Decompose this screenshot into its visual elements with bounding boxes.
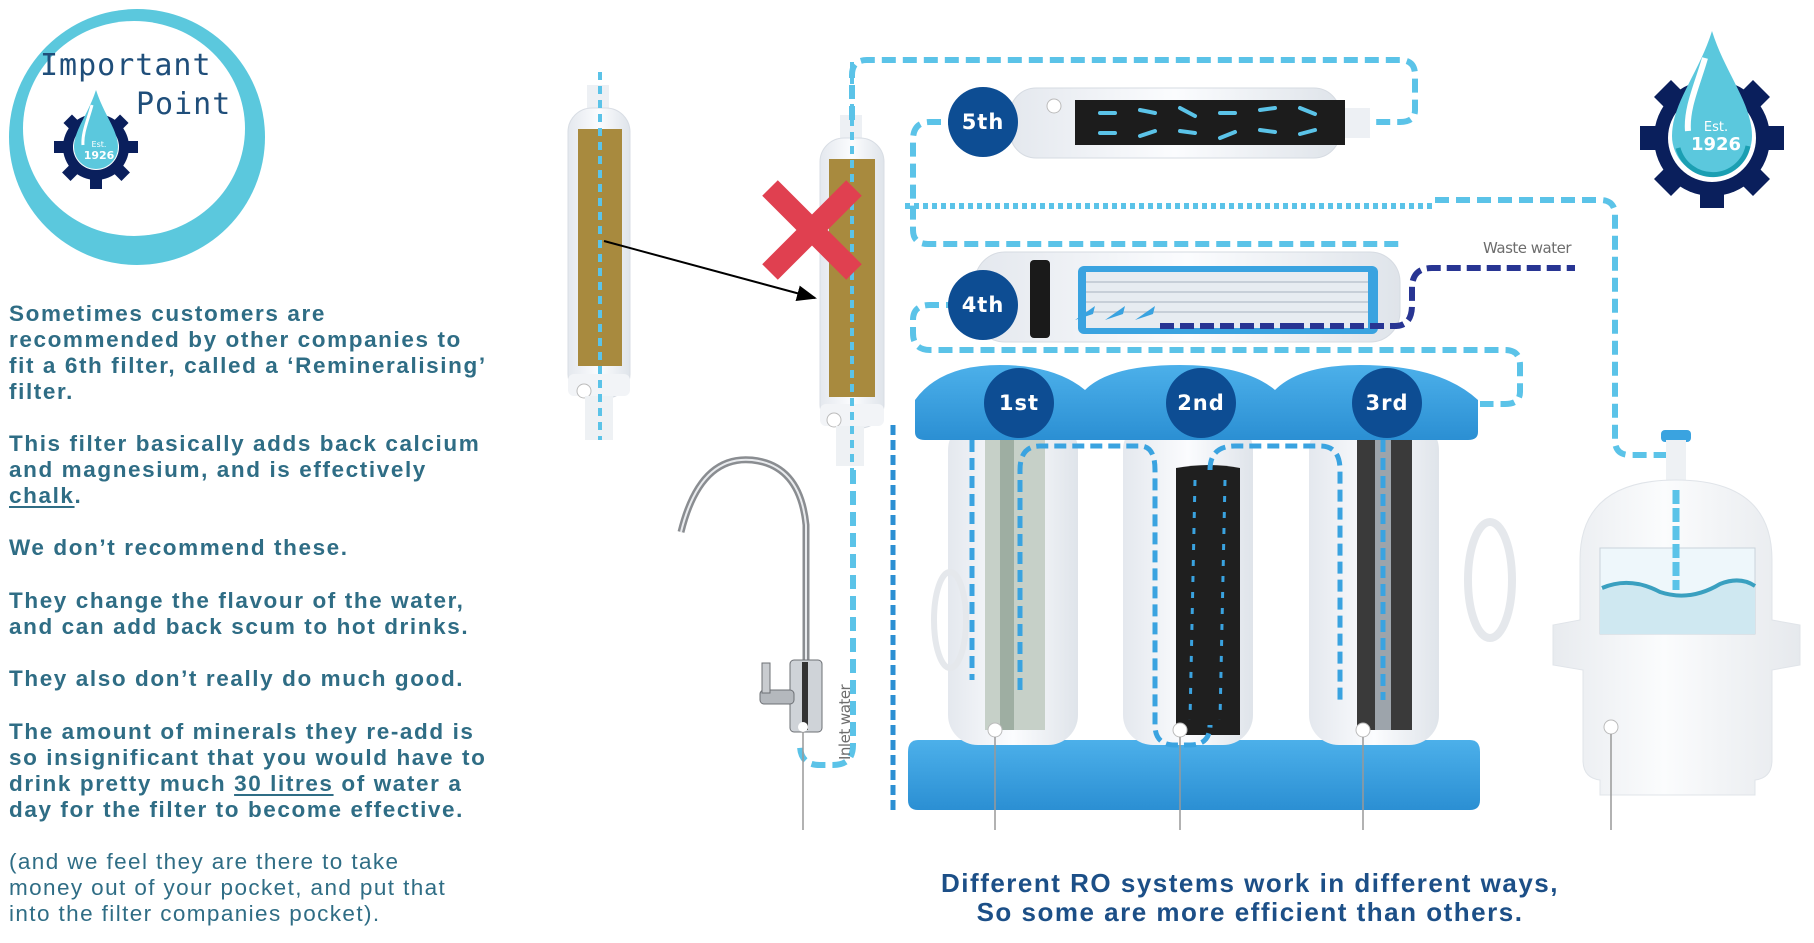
cross-icon xyxy=(762,180,862,280)
sediment-media xyxy=(985,440,1045,730)
caption-line2: So some are more efficient than others. xyxy=(976,897,1524,927)
paragraph-no-good: They also don’t really do much good. xyxy=(9,666,465,691)
text-line: fit a 6th filter, called a ‘Remineralisi… xyxy=(9,353,487,378)
stage-badge-2nd: 2nd xyxy=(1166,368,1236,438)
water-drop-icon xyxy=(1672,31,1752,176)
paragraph-money: (and we feel they are there to take mone… xyxy=(9,849,446,927)
brand-year-text: 1926 xyxy=(1691,134,1741,155)
badge-ring xyxy=(9,9,265,265)
stage-badge-5th: 5th xyxy=(948,87,1018,157)
waste-water-flow xyxy=(1290,265,1575,329)
stage-badge-4th: 4th xyxy=(948,270,1018,340)
water-drop-icon xyxy=(74,90,118,169)
text-line: and magnesium, and is effectively xyxy=(9,457,427,482)
paragraph-intro: Sometimes customers are recommended by o… xyxy=(9,301,487,405)
paragraph-minerals: The amount of minerals they re-add is so… xyxy=(9,719,486,823)
text-line: so insignificant that you would have to xyxy=(9,745,487,770)
badge-title-line2: Point xyxy=(136,87,232,122)
underlined-chalk: chalk xyxy=(9,483,75,508)
inlet-water-label: Inlet water xyxy=(836,684,854,760)
drop-est-text: Est. xyxy=(92,140,107,149)
text-line: into the filter companies pocket). xyxy=(9,901,381,926)
text-line: and can add back scum to hot drinks. xyxy=(9,614,470,639)
stage-4-membrane xyxy=(974,251,1401,343)
brand-est-text: Est. xyxy=(1704,120,1728,135)
drop-year-text: 1926 xyxy=(84,149,115,162)
stage-badge-3rd: 3rd xyxy=(1352,368,1422,438)
faucet-icon xyxy=(677,456,823,830)
pre-filter-unit xyxy=(908,365,1516,830)
carbon-media xyxy=(1075,100,1345,145)
underlined-30-litres: 30 litres xyxy=(234,771,334,796)
arrow-icon xyxy=(603,240,817,302)
storage-tank xyxy=(1552,430,1801,830)
stage-badge-1st: 1st xyxy=(984,368,1054,438)
text-line: recommended by other companies to xyxy=(9,327,462,352)
text-line: The amount of minerals they re-add is xyxy=(9,719,475,744)
carbon-block-media xyxy=(1176,465,1240,735)
waste-water-label: Waste water xyxy=(1483,239,1572,257)
housing-base xyxy=(908,740,1480,810)
text-line: This filter basically adds back calcium xyxy=(9,431,481,456)
text-line: They change the flavour of the water, xyxy=(9,588,465,613)
text-line: drink pretty much 30 litres of water a xyxy=(9,771,463,796)
text-line: filter. xyxy=(9,379,74,404)
text-line: money out of your pocket, and put that xyxy=(9,875,447,900)
text-line: (and we feel they are there to take xyxy=(9,849,400,874)
remineralising-filter-standalone xyxy=(567,72,631,440)
caption-line1: Different RO systems work in different w… xyxy=(941,868,1559,898)
badge-inner xyxy=(23,21,245,236)
text-line: Sometimes customers are xyxy=(9,301,326,326)
badge-title-line1: Important xyxy=(40,48,212,83)
text-line: day for the filter to become effective. xyxy=(9,797,464,822)
paragraph-chalk: This filter basically adds back calcium … xyxy=(9,431,480,509)
gear-drop-logo-icon: Est. 1926 xyxy=(54,90,138,189)
text-line: chalk. xyxy=(9,483,83,508)
paragraph-flavour: They change the flavour of the water, an… xyxy=(9,588,469,640)
paragraph-not-recommend: We don’t recommend these. xyxy=(9,535,349,560)
stage-5-filter xyxy=(1009,87,1370,159)
brand-logo-icon: Est. 1926 xyxy=(1640,31,1784,208)
